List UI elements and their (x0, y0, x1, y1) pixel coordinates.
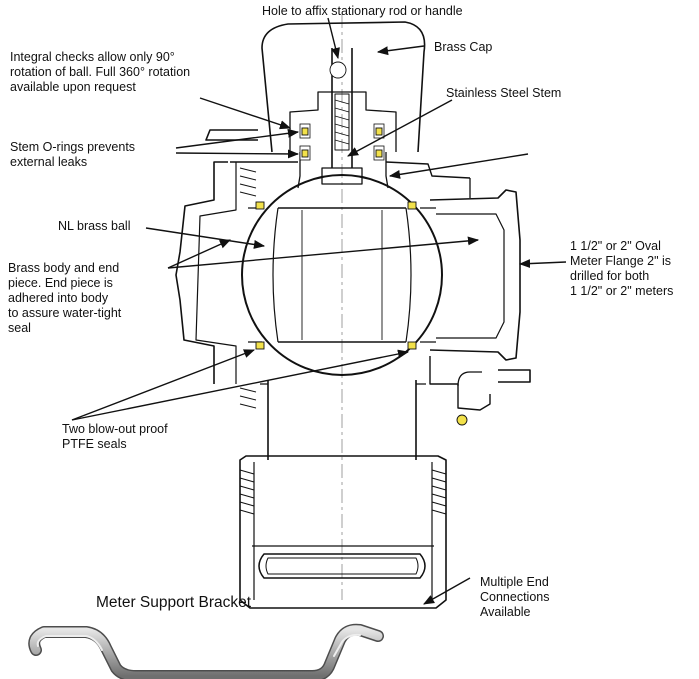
support-rod (498, 369, 531, 383)
brass-cap (261, 21, 426, 153)
callout-oval-flange (518, 259, 567, 269)
callout-stainless-stem (347, 99, 453, 157)
callout-ptfe-1 (71, 349, 256, 421)
ptfe-seal-lower-right (407, 341, 417, 350)
handle-hole (329, 61, 347, 79)
ptfe-seal-upper-left (255, 201, 265, 210)
label-stem-orings: Stem O-rings prevents external leaks (10, 140, 136, 169)
callout-hole (327, 17, 340, 60)
union-window (258, 553, 426, 579)
pin-ring (456, 414, 468, 426)
callout-ptfe-2 (71, 349, 410, 421)
callout-nl-ball (145, 227, 266, 249)
label-ptfe-seals: Two blow-out proof PTFE seals (62, 422, 168, 451)
callout-body-1 (167, 239, 232, 269)
label-oval-flange: 1 1/2" or 2" Oval Meter Flange 2" is dri… (570, 239, 674, 298)
oval-meter-flange (429, 189, 521, 361)
callout-integral-checks (199, 97, 292, 130)
label-hole: Hole to affix stationary rod or handle (262, 4, 463, 18)
callout-stem-o-ring-2 (175, 149, 300, 159)
label-end-connections: Multiple End Connections Available (480, 575, 550, 619)
callout-stem-right (388, 153, 529, 179)
label-nl-ball: NL brass ball (58, 219, 131, 233)
callout-body-2 (167, 236, 480, 269)
callout-end-connections (423, 577, 471, 605)
label-stainless-stem: Stainless Steel Stem (446, 86, 562, 100)
label-brass-body: Brass body and end piece. End piece is a… (8, 261, 122, 335)
union-end-connection (239, 455, 447, 609)
meter-support-bracket (28, 623, 384, 679)
label-brass-cap: Brass Cap (434, 40, 493, 54)
callout-stem-o-ring-1 (175, 128, 300, 149)
nl-brass-ball (241, 174, 443, 376)
left-end-piece (175, 161, 228, 384)
callout-brass-cap (376, 45, 425, 56)
body-neck (267, 380, 417, 460)
label-integral-checks: Integral checks allow only 90° rotation … (10, 50, 191, 94)
label-bracket-title: Meter Support Bracket (96, 594, 252, 611)
ptfe-seal-lower-left (255, 341, 265, 350)
